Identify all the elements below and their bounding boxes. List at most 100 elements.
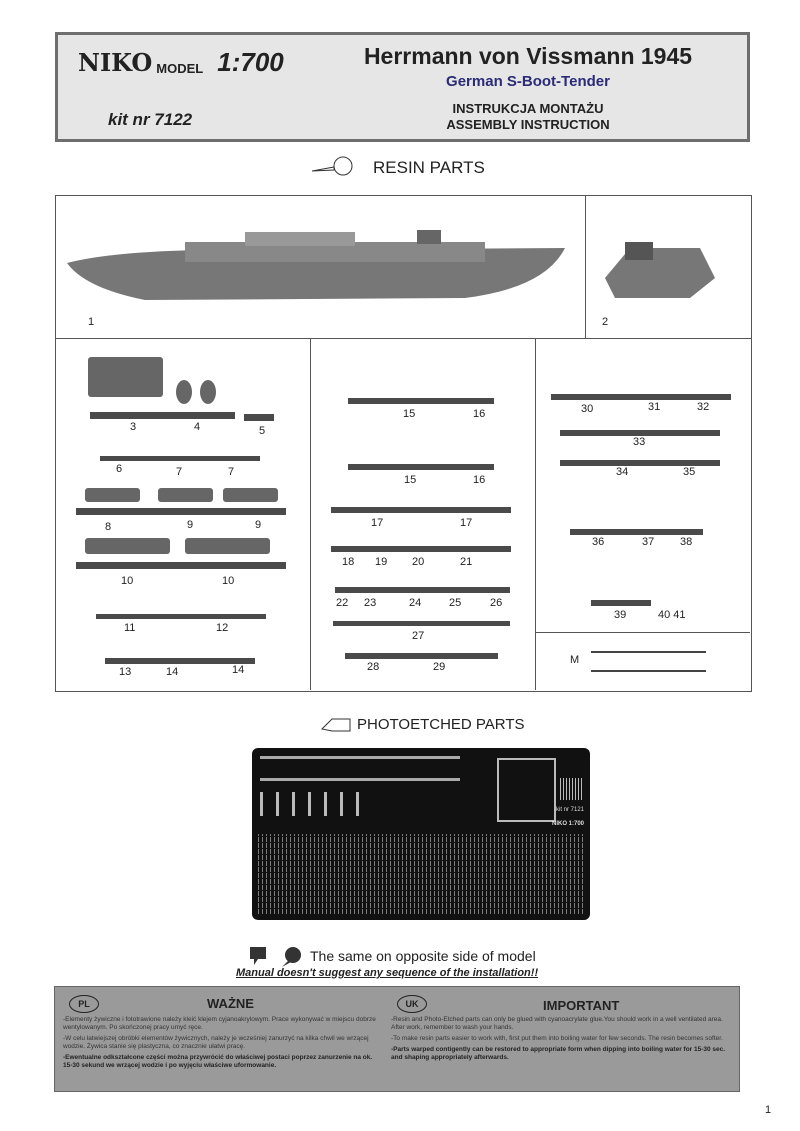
part-number-label: 21	[460, 556, 473, 568]
part-number-label: 24	[409, 597, 422, 609]
sprue	[335, 587, 510, 593]
part-number-label: M	[570, 654, 580, 666]
divider	[535, 632, 750, 633]
fret-kit-label: kit nr 7121	[556, 807, 585, 813]
part-number-label: 6	[116, 463, 123, 475]
part-number-label: 7	[228, 466, 235, 478]
part-number-label: 15	[403, 408, 416, 420]
magnifier-icon	[312, 156, 353, 176]
part-number-label: 18	[342, 556, 355, 568]
pl-text-1: -Elementy żywiczne i fototrawione należy…	[63, 1016, 376, 1031]
opposite-side-note: The same on opposite side of model	[310, 948, 536, 964]
part-number-label: 39	[614, 609, 627, 621]
hull-part-1	[67, 230, 565, 300]
part-number-label: 38	[680, 536, 693, 548]
part-number-label: 17	[371, 517, 384, 529]
sprue	[105, 658, 255, 664]
scale: 1:700	[217, 47, 284, 77]
sprue	[96, 614, 266, 619]
resin-part	[88, 357, 163, 397]
part-number-label: 32	[697, 401, 710, 413]
part-number-label: 22	[336, 597, 349, 609]
part-number-label: 3	[130, 421, 137, 433]
opposite-side-icons	[250, 947, 301, 967]
part-number-label: 9	[255, 519, 262, 531]
part-number-label: 31	[648, 401, 661, 413]
resin-heading: RESIN PARTS	[373, 158, 485, 177]
part-number-label: 30	[581, 403, 594, 415]
part-number-label: 8	[105, 521, 112, 533]
part-number-label: 10	[222, 575, 235, 587]
pe-fret-icon	[320, 718, 351, 732]
part-number-label: 14	[166, 666, 179, 678]
part-number-label: 26	[490, 597, 503, 609]
sprue	[560, 460, 720, 466]
sprue	[331, 546, 511, 552]
subtitle: German S-Boot-Tender	[446, 73, 610, 90]
uk-title: IMPORTANT	[543, 998, 620, 1013]
page-title: Herrmann von Vissmann 1945	[363, 43, 693, 69]
pl-text-3: -Ewentualne odkształcone części można pr…	[63, 1054, 373, 1069]
part-number-label: 40 41	[658, 609, 686, 621]
part-number-label: 14	[232, 664, 245, 676]
mast-rod	[591, 651, 706, 653]
uk-badge: UK	[397, 995, 427, 1013]
part-number-label: 5	[259, 425, 266, 437]
part-number-label: 34	[616, 466, 629, 478]
uk-column: UK IMPORTANT -Resin and Photo-Etched par…	[391, 995, 729, 1062]
divider	[55, 338, 751, 339]
sprue	[551, 394, 731, 400]
fret-brand: NIKO 1:700	[552, 821, 585, 827]
sprue	[244, 414, 274, 421]
divider	[310, 338, 311, 690]
part-number-label: 9	[187, 519, 194, 531]
pl-text-2: -W celu łatwiejszej obróbki elementów ży…	[63, 1035, 369, 1050]
sequence-warning: Manual doesn't suggest any sequence of t…	[236, 967, 539, 979]
part-number-label: 33	[633, 436, 646, 448]
part-number-label: 13	[119, 666, 132, 678]
part-number-label: 27	[412, 630, 425, 642]
boat-part	[223, 488, 278, 502]
superstructure-part-2	[605, 242, 715, 298]
part-number-label: 12	[216, 622, 229, 634]
photoetched-fret: kit nr 7121 NIKO 1:700	[252, 748, 590, 920]
brand-logo-model: MODEL	[156, 61, 204, 76]
resin-part	[176, 380, 192, 404]
kit-number: kit nr 7122	[108, 110, 193, 129]
sprue	[345, 653, 498, 659]
part-number-label: 4	[194, 421, 201, 433]
part-number-label: 10	[121, 575, 134, 587]
uk-text-2: -To make resin parts easier to work with…	[391, 1035, 723, 1042]
instr-en: ASSEMBLY INSTRUCTION	[446, 117, 610, 132]
boat-part	[85, 488, 140, 502]
instr-pl: INSTRUKCJA MONTAŻU	[452, 101, 604, 116]
part-number-label: 1	[88, 316, 95, 328]
sprue	[333, 621, 510, 626]
uk-text-1: -Resin and Photo-Etched parts can only b…	[391, 1016, 723, 1031]
sprue	[570, 529, 703, 535]
header-box: NIKO MODEL 1:700 kit nr 7122 Herrmann vo…	[55, 32, 750, 142]
sprue	[331, 507, 511, 513]
resin-part	[200, 380, 216, 404]
brand-logo: NIKO	[78, 48, 153, 77]
part-number-label: 19	[375, 556, 388, 568]
page-number: 1	[765, 1104, 772, 1116]
sprue	[348, 464, 494, 470]
part-number-label: 25	[449, 597, 462, 609]
resin-parts-box	[55, 195, 752, 692]
divider	[585, 195, 586, 338]
sprue	[76, 508, 286, 515]
part-number-label: 29	[433, 661, 446, 673]
part-number-label: 11	[124, 622, 136, 634]
part-number-label: 23	[364, 597, 377, 609]
part-number-label: 2	[602, 316, 609, 328]
sprue	[348, 398, 494, 404]
uk-text-3: -Parts warped contigently can be restore…	[391, 1046, 726, 1061]
sprue	[90, 412, 235, 419]
mast-rod	[591, 670, 706, 672]
sprue	[76, 562, 286, 569]
important-box: PL WAŻNE -Elementy żywiczne i fototrawio…	[54, 986, 740, 1092]
part-number-label: 28	[367, 661, 380, 673]
